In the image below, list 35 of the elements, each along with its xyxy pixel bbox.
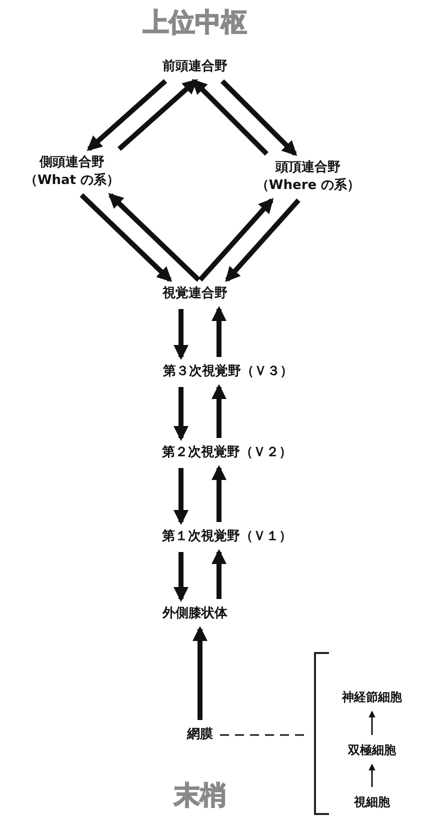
pathway-label: （What の系） [24, 172, 120, 190]
area-label: 頭頂連合野 [274, 159, 342, 177]
level-label: 末梢 [174, 780, 226, 813]
area-label: 第３次視覚野（Ｖ３） [161, 362, 295, 382]
pathway-label: （Where の系） [256, 177, 360, 195]
area-label: 視覚連合野 [160, 284, 230, 304]
arrow [174, 468, 188, 525]
arrow [174, 309, 188, 360]
arrow [198, 198, 274, 282]
arrow [192, 78, 268, 156]
area-label: 第２次視覚野（Ｖ２） [160, 443, 294, 463]
arrow [368, 764, 376, 787]
arrow [220, 79, 298, 156]
level-label: 上位中枢 [143, 7, 247, 40]
area-label: 双極細胞 [346, 740, 398, 760]
area-label: 側頭連合野 [38, 154, 106, 172]
area-label: 視細胞 [352, 792, 392, 812]
area-label: 神経節細胞 [340, 687, 404, 707]
arrow [212, 384, 226, 438]
area-label: 前頭連合野 [160, 57, 230, 77]
arrow [212, 465, 226, 522]
arrow [192, 626, 208, 720]
arrow [368, 710, 376, 735]
arrow [108, 193, 200, 282]
arrow [174, 387, 188, 441]
area-label: 外側膝状体 [160, 604, 230, 624]
arrow [212, 306, 226, 357]
area-label: 第１次視覚野（Ｖ１） [160, 527, 294, 547]
arrow [118, 79, 198, 151]
arrow [174, 552, 188, 602]
arrow [212, 549, 226, 599]
arrow [225, 198, 300, 282]
arrow [86, 79, 168, 151]
arrow [80, 193, 172, 282]
area-label: 網膜 [185, 725, 215, 745]
